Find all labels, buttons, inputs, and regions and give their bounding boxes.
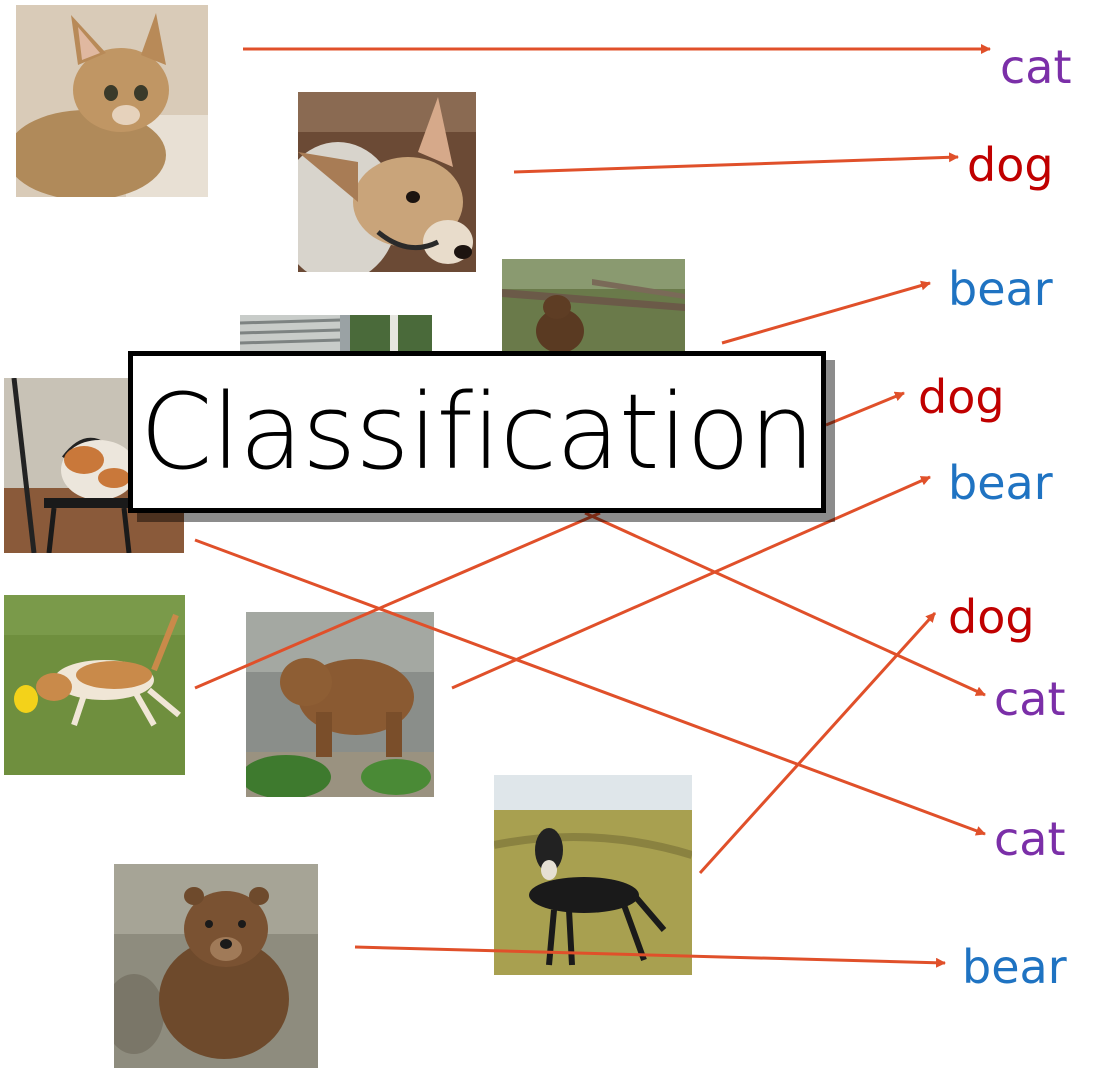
bear-rocks-image — [246, 612, 434, 797]
arrow-dog-1 — [513, 152, 959, 174]
dog-image — [298, 92, 476, 272]
label-cat-3: cat — [994, 812, 1066, 866]
arrow-dog-4 — [698, 611, 937, 875]
label-dog-1: dog — [967, 138, 1054, 192]
bear-image — [502, 259, 685, 351]
label-dog-3: dog — [948, 590, 1035, 644]
photo-dog-frisbee — [4, 595, 185, 775]
arrow-dog-3 — [194, 511, 601, 690]
bear-sitting-image — [114, 864, 318, 1068]
photo-cat-abyssinian — [16, 5, 208, 197]
classification-title: Classification — [139, 371, 815, 493]
label-cat-2: cat — [994, 672, 1066, 726]
arrow-cat-2 — [584, 511, 986, 697]
arrow-dog-2 — [825, 391, 905, 427]
label-dog-2: dog — [918, 370, 1005, 424]
photo-window-scene — [240, 315, 432, 355]
window-image — [240, 315, 432, 355]
cat-image — [16, 5, 208, 197]
arrow-bear-2 — [451, 475, 931, 690]
photo-bear-woods — [502, 259, 685, 351]
photo-dog-greyhound — [494, 775, 692, 975]
arrow-bear-1 — [721, 280, 931, 345]
photo-bear-sitting — [114, 864, 318, 1068]
label-bear-1: bear — [948, 262, 1053, 316]
label-cat-1: cat — [1000, 40, 1072, 94]
photo-dog-whippet — [298, 92, 476, 272]
dog-frisbee-image — [4, 595, 185, 775]
greyhound-image — [494, 775, 692, 975]
label-bear-2: bear — [948, 456, 1053, 510]
classification-title-box: Classification — [128, 351, 826, 513]
arrow-bear-3 — [354, 945, 946, 968]
arrow-cat-3 — [194, 538, 986, 836]
photo-bear-rocks — [246, 612, 434, 797]
label-bear-3: bear — [962, 940, 1067, 994]
